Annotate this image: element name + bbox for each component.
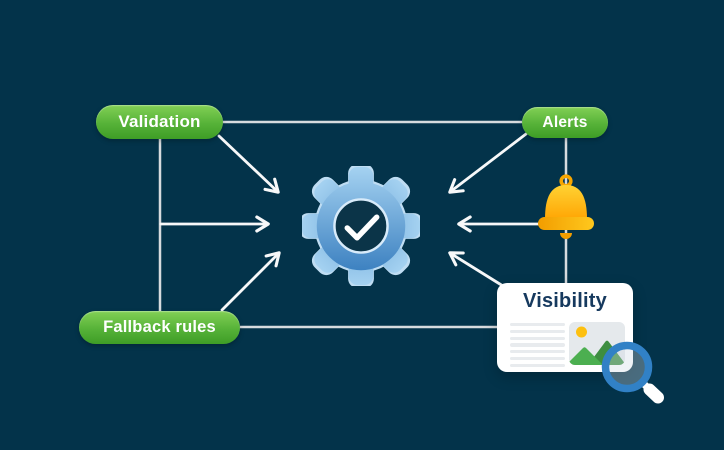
node-validation: Validation: [96, 105, 223, 139]
mountain-front: [569, 347, 603, 365]
node-alerts: Alerts: [522, 107, 608, 138]
text-placeholder-lines: [510, 323, 565, 370]
arrow-visibility-to-gear: [448, 251, 505, 288]
node-fallback-rules-label: Fallback rules: [103, 318, 216, 336]
arrow-fallback-to-gear: [220, 251, 281, 312]
node-fallback-rules: Fallback rules: [79, 311, 240, 344]
gear-check-icon: [302, 166, 420, 286]
magnifier-lens: [601, 341, 653, 393]
bell-dome: [545, 185, 587, 219]
bell-clapper: [560, 233, 572, 239]
arrow-alerts-to-gear: [448, 132, 528, 194]
check-icon: [344, 214, 380, 241]
magnifier-icon: [601, 341, 664, 404]
magnifier-handle-grip: [643, 383, 664, 404]
node-alerts-label: Alerts: [542, 113, 588, 131]
visibility-card-title: Visibility: [523, 290, 607, 312]
sun-icon: [576, 326, 587, 338]
node-validation-label: Validation: [118, 112, 201, 131]
bell-lip: [538, 217, 594, 230]
bell-ring: [559, 174, 573, 188]
bell-icon: [538, 174, 594, 239]
arrow-validation-to-gear: [217, 134, 280, 194]
gear-hub: [333, 198, 389, 254]
